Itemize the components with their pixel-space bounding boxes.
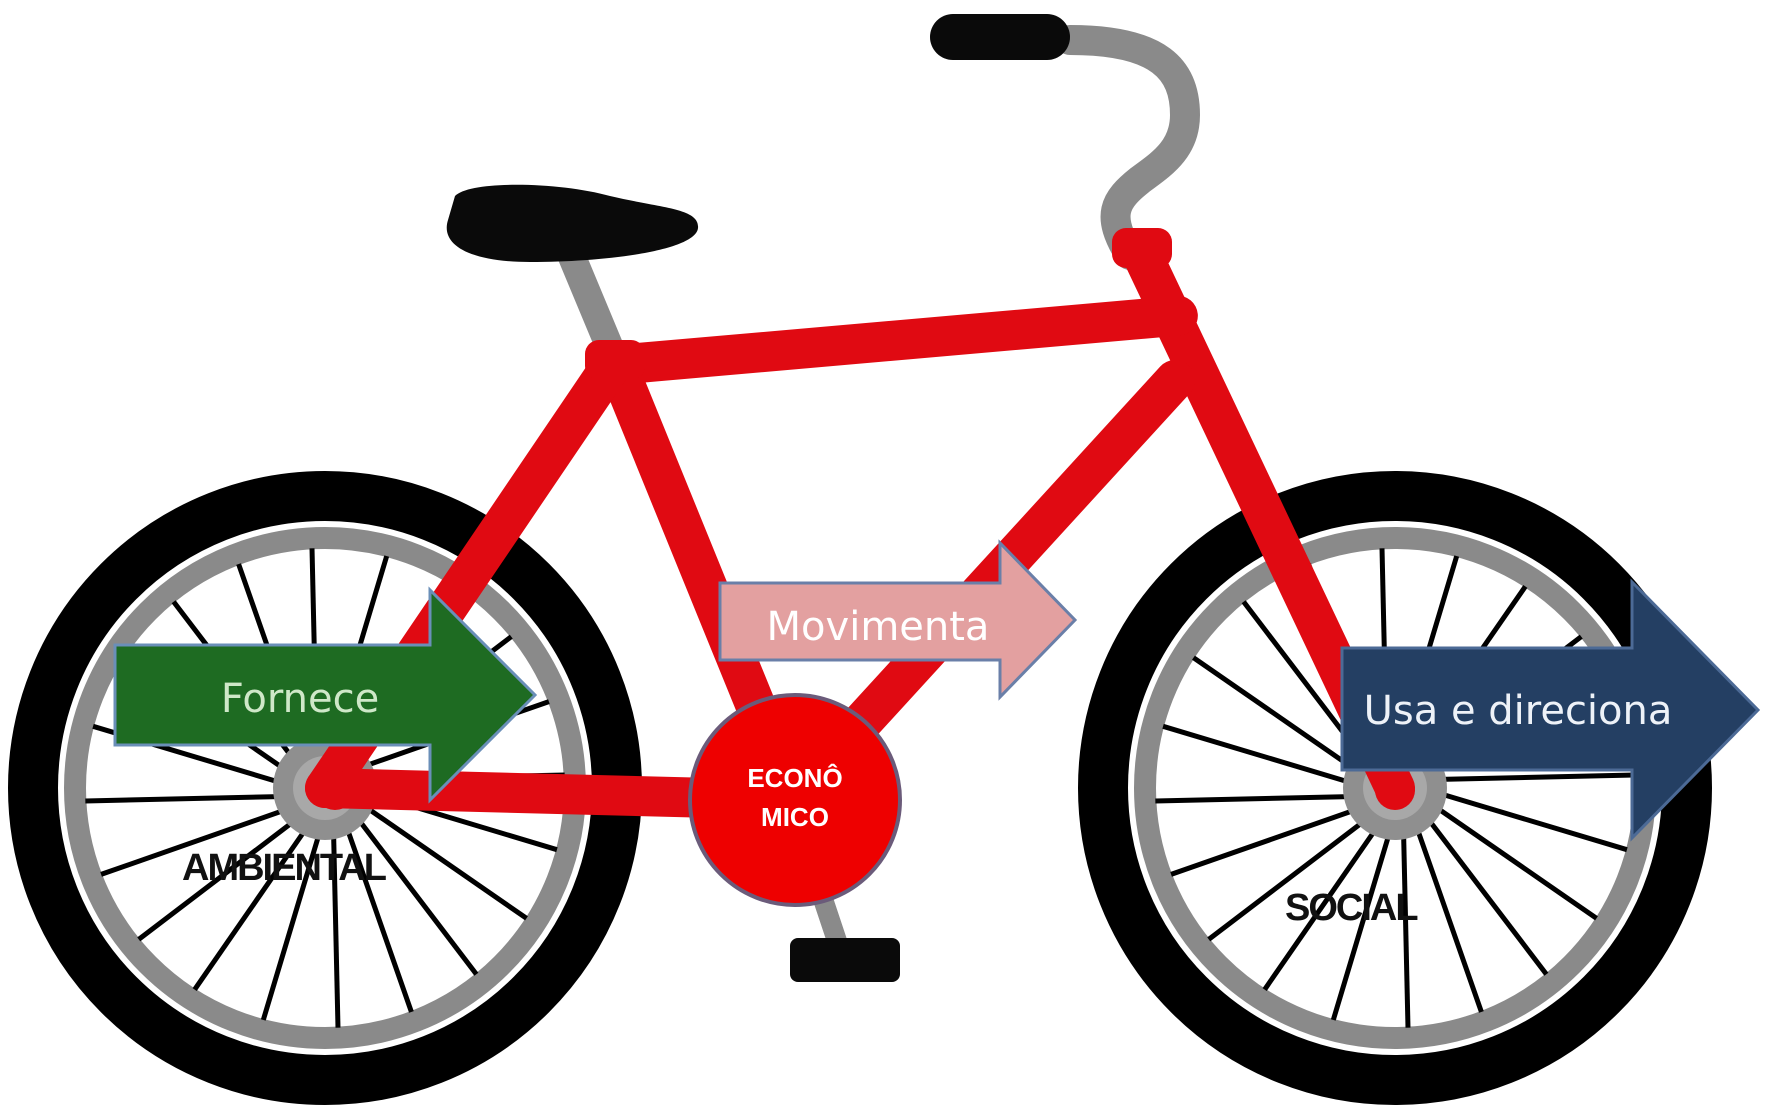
top-tube <box>615 316 1178 365</box>
rear-axle-dot <box>315 770 355 810</box>
spoke <box>1163 726 1359 785</box>
spoke <box>1428 802 1596 919</box>
hub-label-line2: MICO <box>761 802 829 832</box>
handlebar-grip <box>930 14 1070 60</box>
label-ambiental: AMBIENTAL <box>182 847 387 889</box>
arrow-ambiental-label: Fornece <box>221 676 379 722</box>
handlebar-stem <box>1070 40 1185 255</box>
front-axle-dot <box>1375 770 1415 810</box>
spoke <box>1430 775 1635 780</box>
spoke <box>85 796 290 801</box>
pedal <box>790 938 900 982</box>
hub-label-line1: ECONÔ <box>747 763 842 793</box>
label-social: SOCIAL <box>1285 887 1418 929</box>
head-tube-clamp <box>1112 228 1172 268</box>
arrow-social-label: Usa e direciona <box>1364 688 1673 734</box>
arrow-economico-label: Movimenta <box>767 604 990 650</box>
seat-clamp <box>585 340 645 380</box>
economico-hub: ECONÔ MICO <box>690 695 900 905</box>
seat <box>447 185 698 262</box>
spoke <box>1431 791 1627 850</box>
spoke <box>1155 796 1360 801</box>
